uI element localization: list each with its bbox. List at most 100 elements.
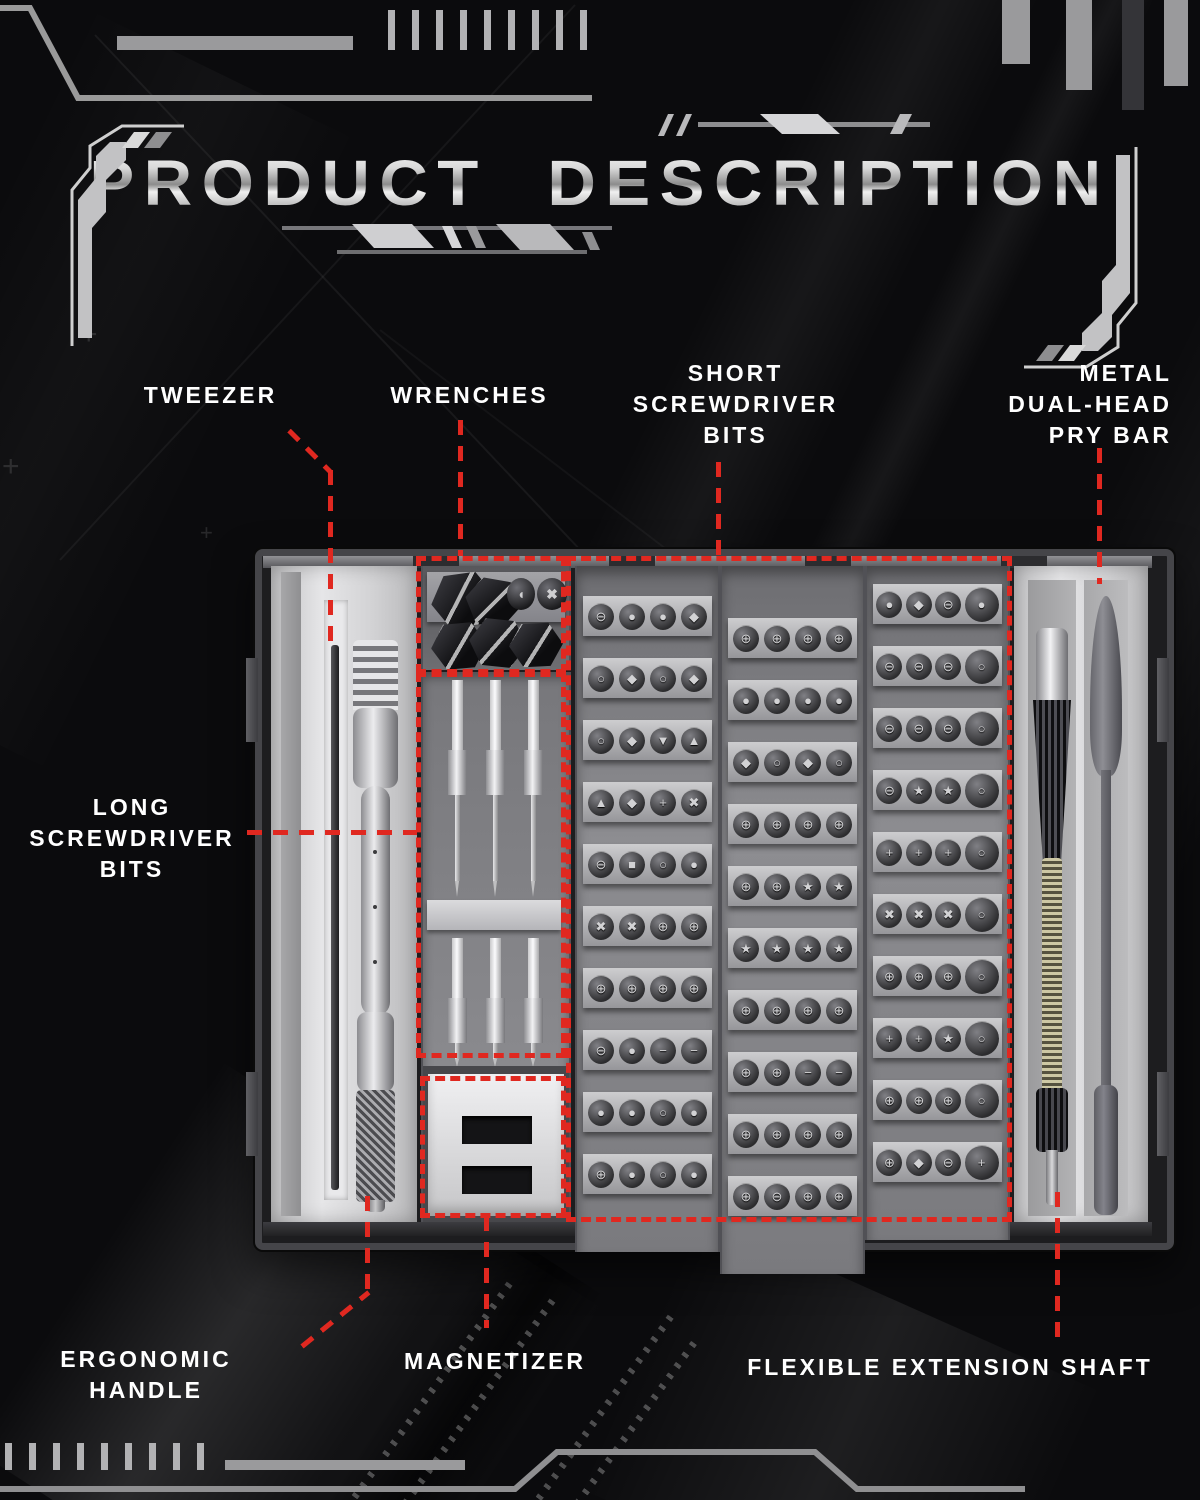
bit-tip <box>455 1059 459 1067</box>
tick-mark <box>508 10 515 50</box>
bit-collar <box>485 750 505 795</box>
long-screwdriver-bit <box>485 938 505 1067</box>
screwdriver-bit: ⊕ <box>733 872 759 900</box>
screwdriver-bit: ⊕ <box>588 1160 614 1188</box>
screwdriver-bit: ⊕ <box>733 1120 759 1148</box>
screwdriver-bit: ● <box>681 1098 707 1126</box>
screwdriver-bit: ◆ <box>905 1148 932 1176</box>
bit-shaft <box>454 795 460 881</box>
tick-mark <box>436 10 443 50</box>
pry-bar-pointer-line <box>1097 448 1102 584</box>
screwdriver-bit: ○ <box>964 1082 999 1118</box>
handle-dot <box>373 905 377 909</box>
screwdriver-bit: ◆ <box>681 664 707 692</box>
title-deco-top <box>658 114 930 136</box>
bit-collar <box>447 998 467 1043</box>
panel-groove <box>281 572 301 1216</box>
screwdriver-bit: ⊕ <box>876 1086 903 1114</box>
long-screwdriver-bit <box>523 680 543 897</box>
long-bits-pointer-line <box>247 830 417 835</box>
wrench-box: ◖ ✖ <box>421 566 571 670</box>
bit-shank <box>489 938 501 1000</box>
deco-bar <box>1002 0 1030 64</box>
screwdriver-bit: ○ <box>588 726 614 754</box>
screwdriver-bit: ⊖ <box>876 714 903 742</box>
screwdriver-bit: ⊕ <box>826 1120 852 1148</box>
screwdriver-bit: ○ <box>964 896 999 932</box>
screwdriver-bit: ⊕ <box>876 1148 903 1176</box>
short-bits-column-2: ⊕⊕⊕⊕●●●●◆○◆○⊕⊕⊕⊕⊕⊕★★★★★★⊕⊕⊕⊕⊕⊕−−⊕⊕⊕⊕⊕⊖⊕⊕ <box>720 566 865 1274</box>
screwdriver-bit: ◆ <box>733 748 759 776</box>
bit-row: ⊕⊕⊕⊕ <box>728 1114 857 1154</box>
long-bits-highlight-box <box>416 672 566 1058</box>
screwdriver-bit: ★ <box>935 776 962 804</box>
screwdriver-bit: ▲ <box>588 788 614 816</box>
bit-row: ○◆○◆ <box>583 658 712 698</box>
label-line: ERGONOMIC <box>60 1346 232 1372</box>
label-wrenches: WRENCHES <box>390 382 549 408</box>
tick-mark <box>77 1443 84 1470</box>
tick-mark <box>556 10 563 50</box>
magnetizer-slot <box>462 1116 532 1144</box>
screwdriver-bit: ✖ <box>876 900 903 928</box>
bit-row: ⊖●●◆ <box>583 596 712 636</box>
screwdriver-bit: ○ <box>964 958 999 994</box>
bit-tip <box>531 881 535 897</box>
screwdriver-bit: ⊖ <box>935 1148 962 1176</box>
handle-lower <box>357 1012 394 1092</box>
short-bits-pointer-line <box>716 462 721 556</box>
short-bits-column-3: ●◆⊖●⊖⊖⊖○⊖⊖⊖○⊖★★○+++○✖✖✖○⊕⊕⊕○++★○⊕⊕⊕○⊕◆⊖+ <box>865 566 1010 1240</box>
screwdriver-bit: ⊖ <box>588 602 614 630</box>
long-bits-tray <box>421 672 571 1072</box>
screwdriver-bit: ★ <box>795 872 821 900</box>
screwdriver-bit: ⊕ <box>764 872 790 900</box>
bit-tip <box>493 881 497 897</box>
screwdriver-bit: ⊖ <box>876 776 903 804</box>
screwdriver-bit: ✖ <box>905 900 932 928</box>
screwdriver-bit: ★ <box>826 872 852 900</box>
handle-grip-rings <box>353 640 398 710</box>
screwdriver-bit: + <box>905 838 932 866</box>
bit-row: ⊕●○● <box>583 1154 712 1194</box>
screwdriver-bit: − <box>795 1058 821 1086</box>
bit-row: ⊕⊕⊕⊕ <box>728 618 857 658</box>
bit-collar <box>485 998 505 1043</box>
screwdriver-bit: ★ <box>935 1024 962 1052</box>
label-line: BITS <box>703 422 768 448</box>
long-bit-group <box>429 938 561 1067</box>
screwdriver-bit: ⊕ <box>764 624 790 652</box>
handle-knurl <box>356 1090 395 1202</box>
screwdriver-bit: ★ <box>905 776 932 804</box>
bit-shank <box>527 938 539 1000</box>
screwdriver-bit: ● <box>619 602 645 630</box>
label-line: PRY BAR <box>1048 422 1172 448</box>
magnetizer-slot <box>462 1166 532 1194</box>
flex-shaft-tip <box>1046 1150 1058 1205</box>
magnetizer-tool <box>428 1074 564 1216</box>
bit-collar <box>523 998 543 1043</box>
screwdriver-bit: ▼ <box>650 726 676 754</box>
screwdriver-bit: ● <box>764 686 790 714</box>
handle-tip <box>366 1200 385 1212</box>
screwdriver-bit: ⊕ <box>650 912 676 940</box>
magnetizer-bay <box>421 1066 571 1222</box>
tick-mark <box>173 1443 180 1470</box>
screwdriver-bit: ● <box>619 1036 645 1064</box>
screwdriver-bit: ⊖ <box>905 714 932 742</box>
screwdriver-bit: ○ <box>650 1160 676 1188</box>
screwdriver-bit: ⊕ <box>826 624 852 652</box>
plus-mark: + <box>200 520 213 545</box>
screwdriver-bit: ⊖ <box>588 1036 614 1064</box>
label-pry-bar: METAL DUAL-HEAD PRY BAR <box>972 358 1172 451</box>
bit-row: ⊕⊕★★ <box>728 866 857 906</box>
screwdriver-bit: ○ <box>650 850 676 878</box>
tick-mark <box>149 1443 156 1470</box>
tweezer-tool <box>331 645 339 1190</box>
label-line: DUAL-HEAD <box>1008 391 1172 417</box>
case-latch <box>246 1072 258 1156</box>
screwdriver-bit: ○ <box>964 834 999 870</box>
screwdriver-bit: + <box>964 1144 999 1180</box>
screwdriver-bit: ★ <box>733 934 759 962</box>
